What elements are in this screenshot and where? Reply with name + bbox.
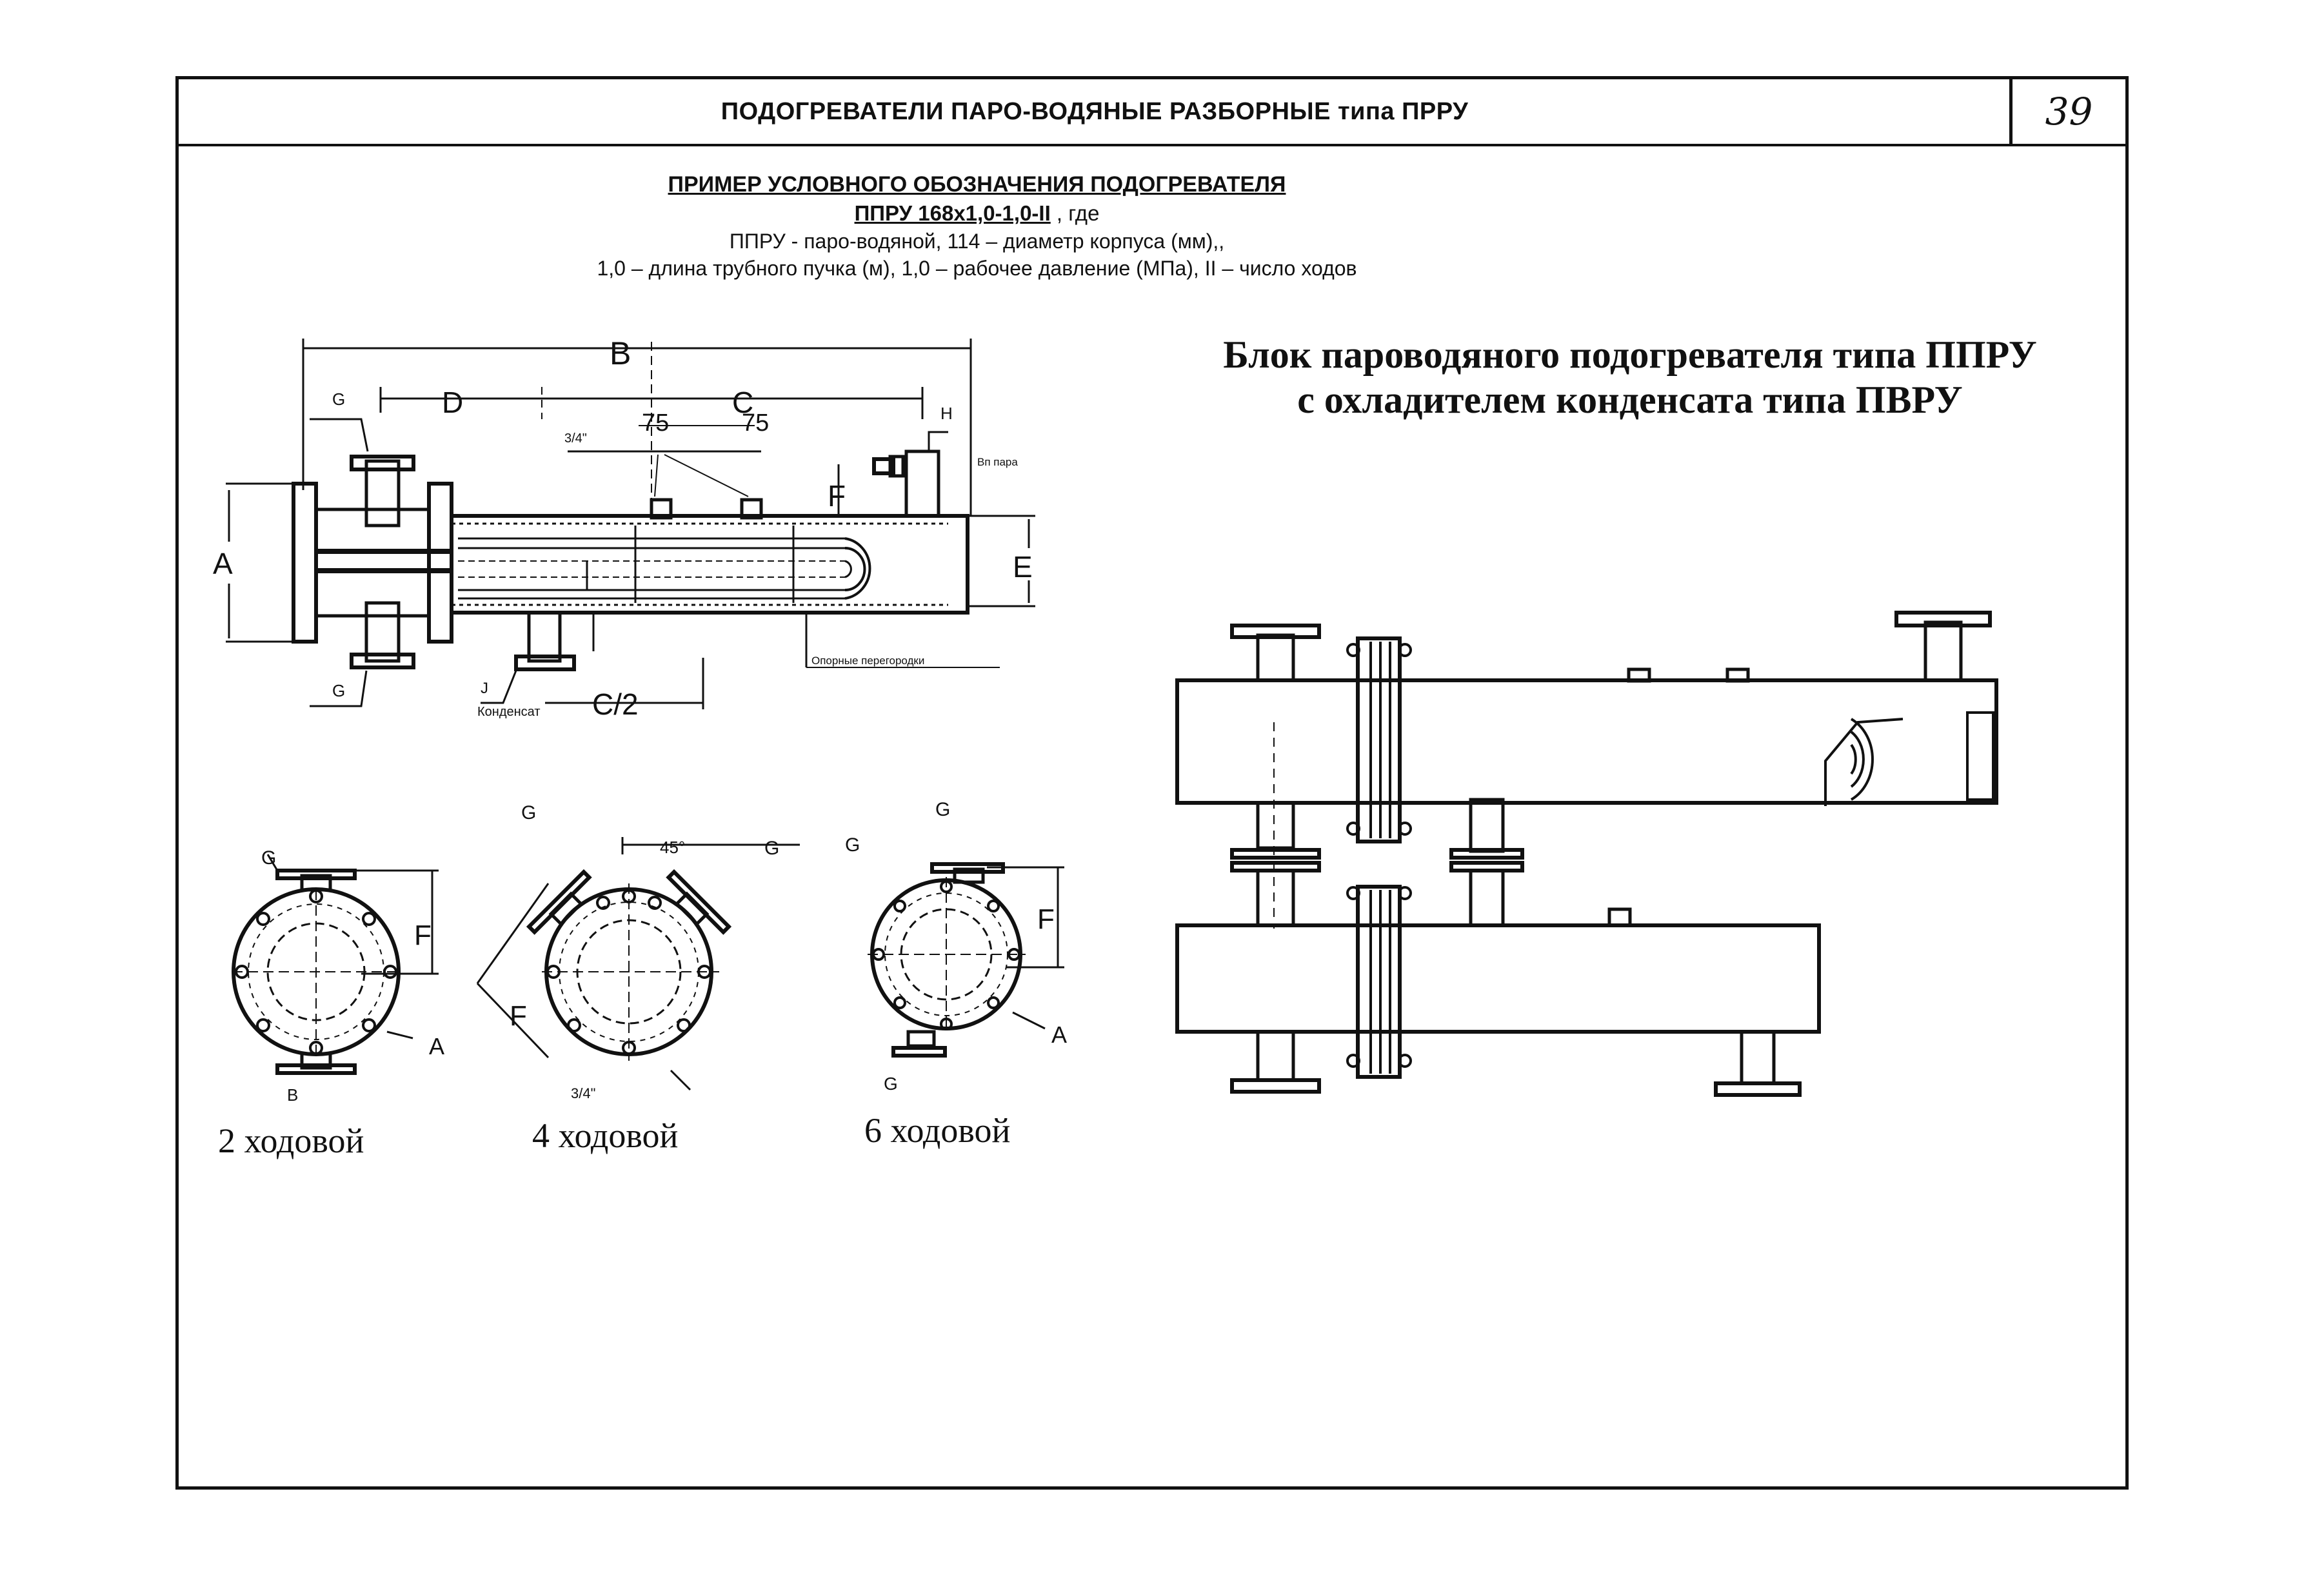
label-g-bottom: G bbox=[332, 681, 345, 700]
ev2-label-f: F bbox=[510, 1000, 527, 1032]
thread-label: 3/4" bbox=[564, 431, 587, 446]
ev3-label-g-bottom: G bbox=[884, 1074, 898, 1094]
page-number: 39 bbox=[2009, 79, 2125, 144]
ev3-label-a: A bbox=[1051, 1021, 1067, 1048]
label-h: H bbox=[940, 404, 953, 423]
header-row: ПОДОГРЕВАТЕЛИ ПАРО-ВОДЯНЫЕ РАЗБОРНЫЕ тип… bbox=[179, 79, 2125, 146]
dim-75b-label: 75 bbox=[742, 409, 769, 437]
end-view-4-pass bbox=[476, 837, 800, 1091]
ev2-label-g-right: G bbox=[764, 838, 779, 859]
drawing-sheet: ПОДОГРЕВАТЕЛИ ПАРО-ВОДЯНЫЕ РАЗБОРНЫЕ тип… bbox=[175, 76, 2129, 1490]
ev2-label-g-left: G bbox=[521, 802, 536, 823]
ev1-label-f: F bbox=[414, 920, 432, 951]
dim-c2-label: C/2 bbox=[592, 687, 639, 721]
page-title: ПОДОГРЕВАТЕЛИ ПАРО-ВОДЯНЫЕ РАЗБОРНЫЕ тип… bbox=[721, 97, 1469, 125]
heater-block-assembly bbox=[1175, 611, 1998, 1097]
block-title-line-2: с охладителем конденсата типа ПВРУ bbox=[1297, 379, 1963, 421]
heater-side-view bbox=[226, 339, 1035, 709]
ev1-label-g: G bbox=[261, 847, 276, 869]
ev3-label-g-top: G bbox=[935, 799, 950, 820]
caption-4-pass: 4 ходовой bbox=[532, 1116, 679, 1155]
condensate-label: Конденсат bbox=[477, 705, 541, 719]
block-title: Блок пароводяного подогревателя типа ППР… bbox=[1146, 332, 2114, 422]
ev2-angle-label: 45° bbox=[660, 838, 685, 857]
dim-b-label: B bbox=[610, 335, 631, 371]
designation-example: ПРИМЕР УСЛОВНОГО ОБОЗНАЧЕНИЯ ПОДОГРЕВАТЕ… bbox=[179, 170, 1775, 282]
end-view-6-pass bbox=[868, 862, 1064, 1058]
example-code: ППРУ 168x1,0-1,0-II bbox=[854, 201, 1051, 225]
example-code-line: ППРУ 168x1,0-1,0-II , где bbox=[179, 199, 1775, 228]
label-g-top: G bbox=[332, 389, 345, 409]
dim-75a-label: 75 bbox=[642, 409, 669, 437]
steam-inlet-label: Вп пара bbox=[977, 456, 1018, 468]
dim-a-label: A bbox=[213, 547, 233, 580]
dim-c-label: C bbox=[732, 386, 753, 419]
label-j: J bbox=[481, 680, 488, 697]
ev3-label-f: F bbox=[1037, 903, 1055, 935]
dim-d-label: D bbox=[442, 386, 463, 419]
example-line-2: 1,0 – длина трубного пучка (м), 1,0 – ра… bbox=[597, 257, 1357, 280]
caption-6-pass: 6 ходовой bbox=[864, 1111, 1011, 1150]
block-title-line-1: Блок пароводяного подогревателя типа ППР… bbox=[1223, 333, 2037, 376]
dim-f-label: F bbox=[828, 479, 846, 513]
ev2-thread-label: 3/4" bbox=[571, 1085, 595, 1101]
example-code-suffix: , где bbox=[1050, 201, 1100, 225]
dim-e-label: E bbox=[1013, 550, 1033, 584]
ev1-label-a: A bbox=[429, 1033, 444, 1059]
example-line-1: ППРУ - паро-водяной, 114 – диаметр корпу… bbox=[729, 230, 1225, 253]
example-title: ПРИМЕР УСЛОВНОГО ОБОЗНАЧЕНИЯ ПОДОГРЕВАТЕ… bbox=[668, 172, 1286, 197]
ev3-label-g-side: G bbox=[845, 834, 860, 856]
caption-2-pass: 2 ходовой bbox=[218, 1121, 364, 1160]
end-view-2-pass bbox=[232, 854, 439, 1075]
ev1-label-b: B bbox=[287, 1085, 298, 1105]
baffles-label: Опорные перегородки bbox=[811, 655, 924, 667]
